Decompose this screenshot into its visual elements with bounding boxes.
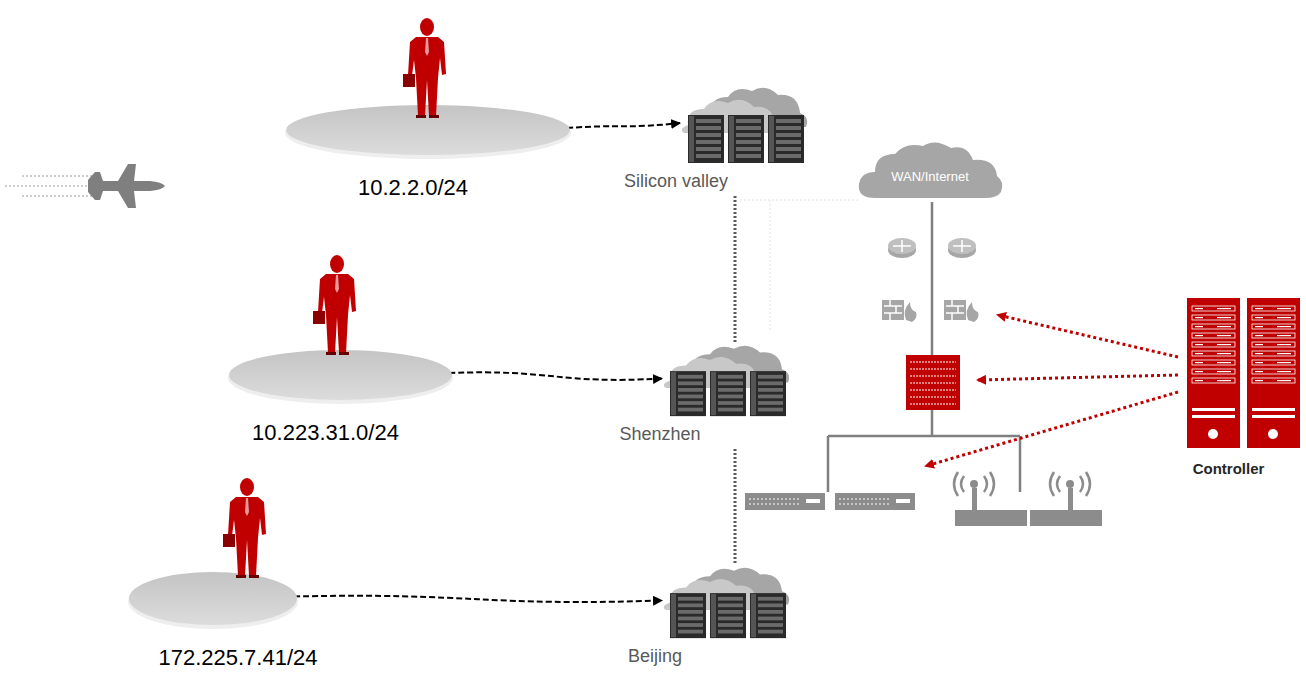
datacenter-cloud: Beijing (662, 565, 792, 640)
access-arrow (449, 372, 662, 380)
subnet-ellipse: 10.2.2.0/24 (285, 103, 571, 157)
controller-server: Controller (1187, 298, 1300, 448)
site-link (734, 449, 737, 565)
node-shape (285, 103, 571, 157)
node-shape (680, 85, 810, 165)
core-switch (906, 355, 960, 410)
node-shape (1187, 298, 1300, 448)
datacenter-cloud: Silicon valley (680, 85, 810, 165)
site-link (734, 196, 737, 343)
subnet-label: 10.223.31.0/24 (252, 420, 399, 446)
router-icons (888, 238, 976, 258)
network-trunk (828, 202, 1020, 492)
subnet-label: 172.225.7.41/24 (158, 645, 317, 671)
node-shape (662, 565, 792, 640)
site-label: Beijing (628, 646, 682, 667)
person-figure (403, 18, 446, 118)
datacenter-cloud: Shenzhen (662, 343, 792, 418)
node-shape (662, 343, 792, 418)
cloud-label: WAN/Internet (891, 168, 969, 183)
access-point-icons (954, 472, 1102, 526)
switch-icons (745, 493, 915, 510)
node-shape (228, 348, 453, 402)
subnet-ellipse: 172.225.7.41/24 (128, 570, 298, 627)
person-figure (313, 255, 356, 355)
site-label: Shenzhen (619, 424, 700, 445)
access-arrow (294, 596, 662, 602)
wan-cloud: WAN/Internet (855, 140, 1005, 202)
subnet-label: 10.2.2.0/24 (358, 175, 468, 201)
firewall-icons (882, 300, 979, 322)
control-arrows (926, 315, 1178, 466)
airplane (5, 164, 165, 208)
subnet-ellipse: 10.223.31.0/24 (228, 348, 453, 402)
controller-label: Controller (1193, 460, 1265, 477)
node-shape (128, 570, 298, 627)
access-arrow (567, 123, 680, 128)
site-label: Silicon valley (624, 171, 728, 192)
person-figure (223, 478, 266, 578)
